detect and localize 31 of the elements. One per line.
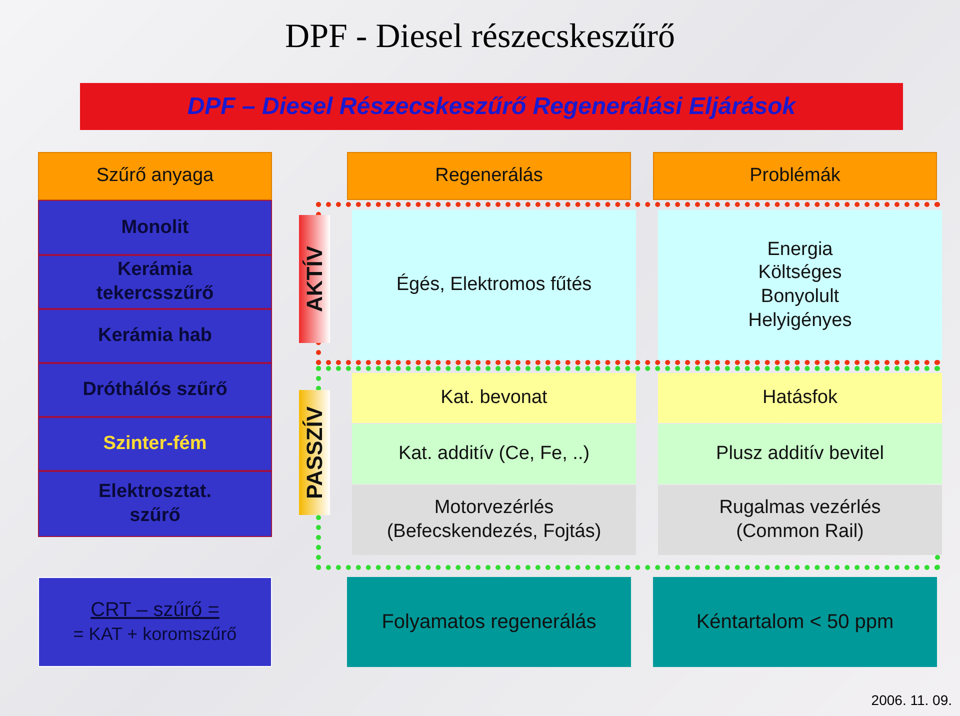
slide-title: DPF - Diesel részecskeszűrő — [285, 18, 675, 56]
regeneration-cell: Égés, Elektromos fűtés — [352, 210, 636, 360]
title-banner: DPF – Diesel Részecskeszűrő Regenerálási Eljárások — [80, 83, 903, 130]
table-row: Rugalmas vezérlés (Common Rail) — [658, 485, 942, 555]
passive-tab: PASSZÍV — [299, 390, 330, 515]
date-label: 2006. 11. 09. — [871, 692, 952, 708]
text-line: Költséges — [758, 261, 842, 285]
heading-text: CRT – szűrő = — [90, 598, 220, 624]
text-line: Helyigényes — [748, 308, 852, 332]
table-row: Hatásfok — [658, 373, 942, 423]
column-header: Szűrő anyaga — [38, 152, 272, 200]
text-line: Energia — [767, 238, 833, 262]
material-row: Elektrosztat. szűrő — [38, 471, 272, 537]
text-line: Bonyolult — [760, 285, 840, 309]
table-row: Motorvezérlés (Befecskendezés, Fojtás) — [352, 485, 636, 555]
column-header: Regenerálás — [347, 152, 631, 200]
material-row: Monolit — [38, 200, 272, 255]
material-row: Kerámia hab — [38, 309, 272, 363]
material-row: Szinter-fém — [38, 417, 272, 471]
crt-box — [38, 577, 272, 667]
summary-box: Folyamatos regenerálás — [347, 577, 631, 667]
regeneration-cell — [658, 210, 942, 360]
active-tab: AKTÍV — [299, 215, 330, 343]
table-row: Kat. additív (Ce, Fe, ..) — [352, 424, 636, 484]
table-row: Plusz additív bevitel — [658, 424, 942, 484]
text-line: = KAT + koromszűrő — [73, 623, 237, 646]
column-header: Problémák — [653, 152, 937, 200]
table-row: Kat. bevonat — [352, 373, 636, 423]
summary-box: Kéntartalom < 50 ppm — [653, 577, 937, 667]
material-row: Dróthálós szűrő — [38, 363, 272, 417]
material-row: Kerámia tekercsszűrő — [38, 255, 272, 309]
